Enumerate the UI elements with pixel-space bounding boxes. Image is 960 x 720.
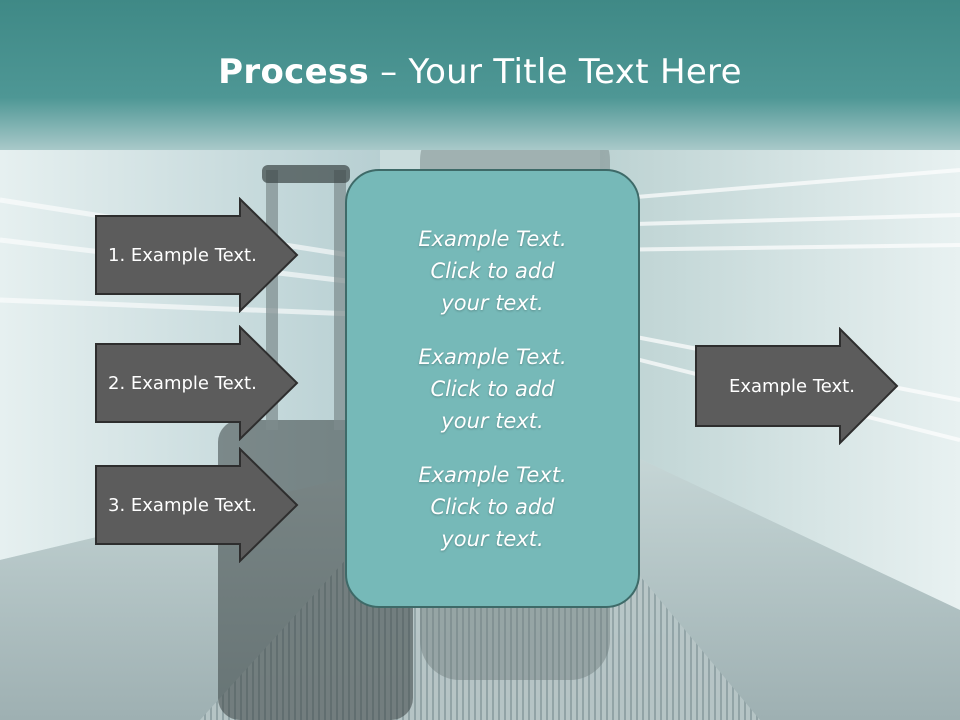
title-bold: Process (218, 52, 370, 92)
center-text-line: Example Text. (418, 344, 567, 369)
step-label: 3. Example Text. (108, 494, 257, 516)
center-text-line: your text. (441, 408, 544, 433)
center-text-line: Example Text. (418, 462, 567, 487)
step-label: 1. Example Text. (108, 244, 257, 266)
center-content-box[interactable]: Example Text. Click to add your text. Ex… (345, 169, 640, 608)
result-arrow[interactable]: Example Text. (694, 326, 900, 446)
center-text-line: your text. (441, 526, 544, 551)
arrow-right-shape-icon (95, 196, 299, 314)
center-text-line: Click to add (430, 258, 555, 283)
arrow-right-shape-icon (95, 446, 299, 564)
center-text-line: Click to add (430, 494, 555, 519)
arrow-right-shape-icon (695, 326, 899, 446)
title-rest: – Your Title Text Here (369, 52, 742, 92)
step-arrow-2[interactable]: 2. Example Text. (94, 324, 300, 442)
center-text-line: your text. (441, 290, 544, 315)
step-arrow-3[interactable]: 3. Example Text. (94, 446, 300, 564)
arrow-right-shape-icon (95, 324, 299, 442)
center-text-line: Click to add (430, 376, 555, 401)
center-text-block[interactable]: Example Text. Click to add your text. (418, 459, 566, 555)
result-label: Example Text. (729, 375, 855, 397)
slide-title[interactable]: Process – Your Title Text Here (0, 52, 960, 92)
step-label: 2. Example Text. (108, 372, 257, 394)
step-arrow-1[interactable]: 1. Example Text. (94, 196, 300, 314)
center-text-block[interactable]: Example Text. Click to add your text. (418, 341, 566, 437)
center-text-block[interactable]: Example Text. Click to add your text. (418, 223, 566, 319)
center-text-line: Example Text. (418, 226, 567, 251)
